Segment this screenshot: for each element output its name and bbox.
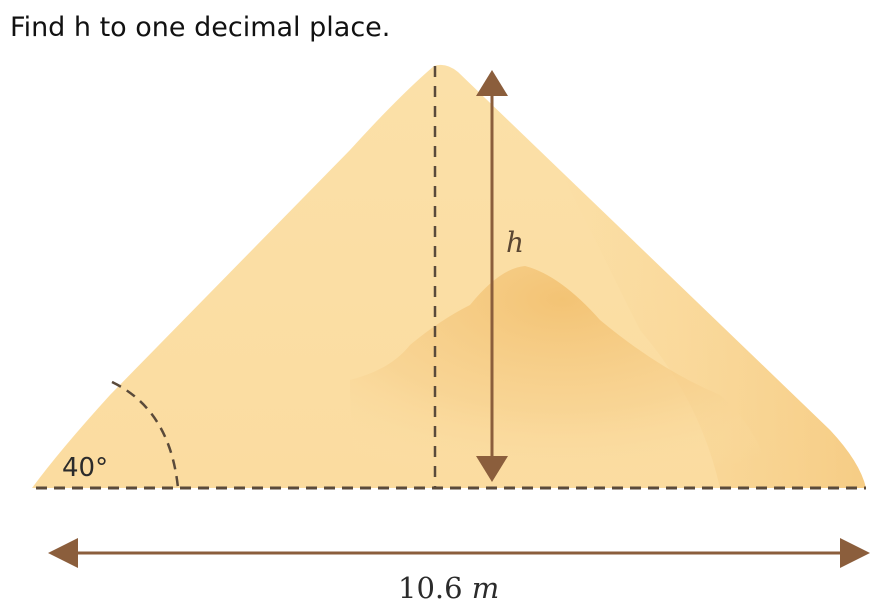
question-text: Find h to one decimal place. — [10, 12, 391, 43]
sand-right-shade — [560, 170, 866, 488]
base-value: 10.6 — [398, 571, 463, 605]
base-arrow-head-left — [48, 538, 78, 568]
angle-label: 40° — [62, 453, 108, 483]
base-unit: m — [472, 571, 500, 605]
height-arrow — [476, 70, 508, 482]
height-arrow-head-top — [476, 70, 508, 96]
base-arrow-head-right — [840, 538, 870, 568]
base-label: 10.6 m — [398, 571, 499, 605]
height-label: h — [506, 226, 524, 259]
sand-dune — [350, 266, 775, 488]
base-arrow — [48, 538, 870, 568]
height-arrow-head-bottom — [476, 456, 508, 482]
